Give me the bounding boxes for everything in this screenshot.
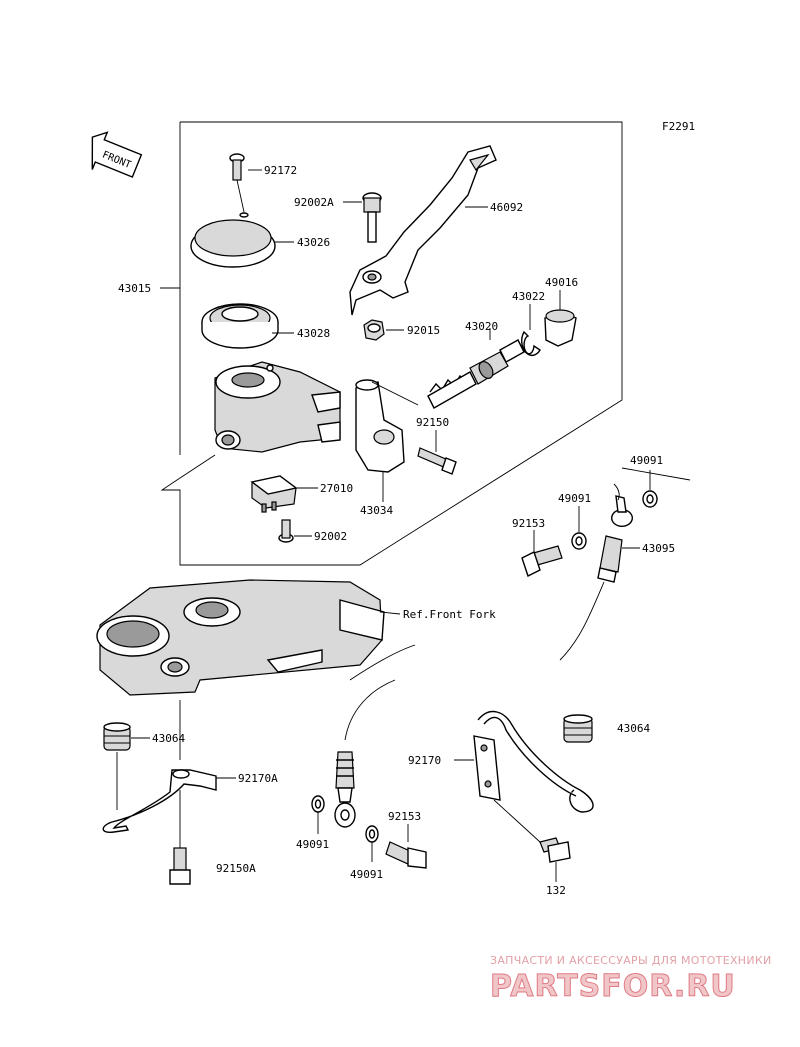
washer-49091-upper-a [642, 490, 658, 508]
label-92015: 92015 [407, 324, 440, 337]
bolt-132 [539, 837, 571, 863]
circlip-43022 [521, 330, 541, 357]
label-92153-b: 92153 [388, 810, 421, 823]
label-43022: 43022 [512, 290, 545, 303]
label-43064-b: 43064 [617, 722, 650, 735]
label-43015: 43015 [118, 282, 151, 295]
bolt-92150 [417, 447, 457, 475]
label-49091-a: 49091 [630, 454, 663, 467]
brake-switch-27010 [250, 475, 298, 513]
label-92150: 92150 [416, 416, 449, 429]
screw-92002 [278, 519, 294, 543]
dust-boot-49016 [544, 309, 577, 347]
label-49091-b: 49091 [558, 492, 591, 505]
label-49091-c: 49091 [296, 838, 329, 851]
label-ref-front-fork: Ref.Front Fork [403, 608, 496, 621]
figure-code: F2291 [662, 120, 695, 133]
banjo-bolt-92153-lower [385, 841, 427, 869]
watermark-tagline: ЗАПЧАСТИ И АКСЕССУАРЫ ДЛЯ МОТОТЕХНИКИ [490, 954, 772, 967]
label-43064-a: 43064 [152, 732, 185, 745]
screw-92172 [229, 153, 245, 213]
nut-92015 [363, 319, 385, 341]
hose-union-lower [334, 751, 356, 828]
banjo-bolt-92153-upper [521, 545, 563, 577]
master-cylinder-body [214, 361, 341, 453]
assembly-frame [160, 121, 623, 566]
label-92172: 92172 [264, 164, 297, 177]
label-49091-d: 49091 [350, 868, 383, 881]
brake-lever-46092 [349, 145, 497, 316]
piston-kit-43020 [427, 339, 525, 409]
label-27010: 27010 [320, 482, 353, 495]
lever-holder-43034 [355, 379, 405, 473]
diaphragm-43028 [201, 303, 279, 349]
grommet-43064-left [103, 722, 131, 751]
reservoir-cap-43026 [190, 212, 276, 268]
bolt-92002A [362, 192, 382, 243]
label-92153-a: 92153 [512, 517, 545, 530]
label-43028: 43028 [297, 327, 330, 340]
label-92002: 92002 [314, 530, 347, 543]
label-43095: 43095 [642, 542, 675, 555]
brake-hose-43095 [559, 467, 691, 661]
washer-49091-lower-b [365, 825, 379, 843]
label-46092: 46092 [490, 201, 523, 214]
label-49016: 49016 [545, 276, 578, 289]
washer-49091-upper-b [571, 532, 587, 550]
clamp-92170A [102, 769, 217, 834]
label-92150A: 92150A [216, 862, 256, 875]
bracket-92170 [473, 710, 594, 813]
label-43026: 43026 [297, 236, 330, 249]
bolt-92150A [169, 847, 191, 885]
label-92170A: 92170A [238, 772, 278, 785]
upper-fork-bracket [96, 579, 416, 696]
label-43034: 43034 [360, 504, 393, 517]
watermark-brand: PARTSFOR.RU [490, 969, 736, 1004]
washer-49091-lower-a [311, 795, 325, 813]
label-92002A: 92002A [294, 196, 334, 209]
label-92170: 92170 [408, 754, 441, 767]
grommet-43064-right [563, 714, 593, 743]
label-132: 132 [546, 884, 566, 897]
front-arrow-icon: FRONT [91, 131, 143, 178]
label-43020: 43020 [465, 320, 498, 333]
